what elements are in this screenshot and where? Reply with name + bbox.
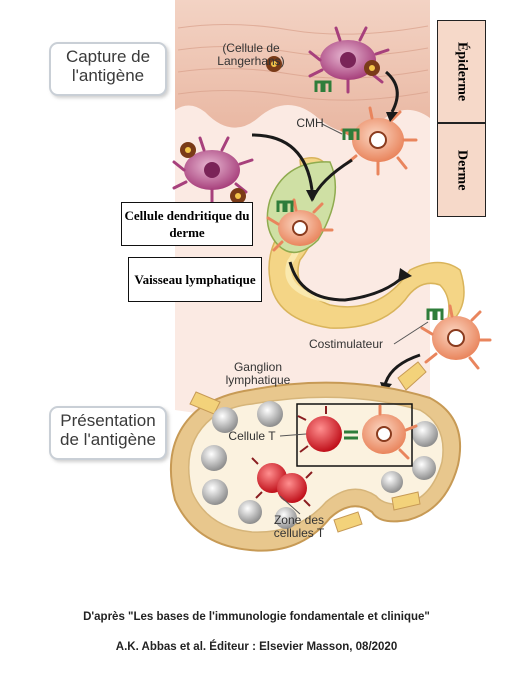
langerhans-cell [308,26,390,94]
lymph-node-text: Ganglion lymphatique [225,360,291,387]
caption-line-1: D'après "Les bases de l'immunologie fond… [0,611,513,623]
afferent-lymph-vessel [397,361,427,391]
epidermis-text: Épiderme [454,41,470,102]
t-cell-text: Cellule T [228,429,276,443]
costimulator-label: Costimulateur [298,338,394,351]
t-cell-zone-label: Zone des cellules T [266,514,332,540]
stage-label-presentation: Présentation de l'antigène [49,406,167,460]
mhc-molecule-icon [314,80,332,92]
lymphatic-vessel-label: Vaisseau lymphatique [128,257,262,302]
stage-capture-text: Capture de l'antigène [65,47,151,85]
antigen-particle [266,56,282,72]
costimulator-text: Costimulateur [308,337,384,351]
mhc-label: CMH [293,117,327,130]
caption-line-2: A.K. Abbas et al. Éditeur : Elsevier Mas… [0,641,513,653]
t-cell-label: Cellule T [222,430,282,443]
dendritic-cell [340,106,418,176]
dendritic-cell-in-vessel [266,198,334,252]
migrating-dendritic-cell [420,304,492,370]
caption-line-1-text: D'après "Les bases de l'immunologie fond… [83,611,430,623]
antigen-particle [230,188,246,204]
dermal-dendritic-cell-text: Cellule dendritique du derme [124,208,250,240]
langerhans-cell [172,136,254,204]
t-cell [297,406,342,453]
mhc-molecule-icon [342,128,360,140]
langerhans-text: (Cellule de Langerhans) [217,41,285,68]
mhc-text: CMH [296,116,324,130]
epidermis-label: Épiderme [437,20,486,123]
antigen-particle [180,142,196,158]
efferent-lymph-vessel [391,491,421,511]
skin-cell-rows [177,23,429,101]
costimulator-molecule-icon [426,308,444,320]
dermal-dendritic-cell-label: Cellule dendritique du derme [121,202,253,246]
dermis-text: Derme [454,149,470,191]
mhc-molecule-icon [276,200,294,212]
langerhans-label: (Cellule de Langerhans) [205,42,297,68]
lymph-node-label: Ganglion lymphatique [212,361,304,387]
stage-label-capture: Capture de l'antigène [49,42,167,96]
dermis-label: Derme [437,123,486,217]
lymph-follicles [201,401,438,529]
dendritic-cell-in-node [362,404,418,460]
lymphatic-vessel-text: Vaisseau lymphatique [134,272,256,287]
antigen-particle [364,60,380,76]
t-cell-zone-text: Zone des cellules T [273,513,325,540]
lymph-node-vessel [333,511,363,533]
stage-presentation-text: Présentation de l'antigène [60,411,156,449]
mhc-tcr-synapse-icon [344,430,358,440]
leader-lines [279,123,429,515]
t-cell [277,471,313,507]
caption-line-2-text: A.K. Abbas et al. Éditeur : Elsevier Mas… [115,641,398,653]
